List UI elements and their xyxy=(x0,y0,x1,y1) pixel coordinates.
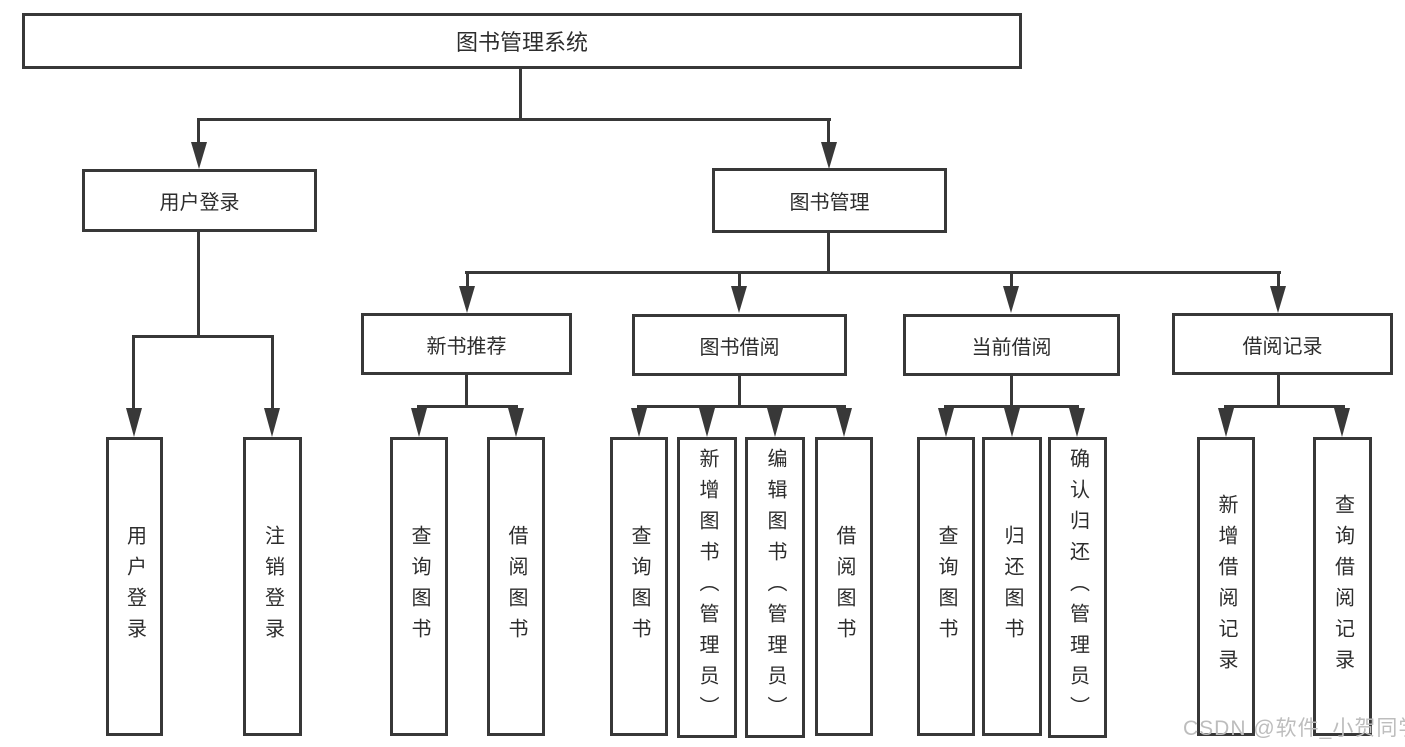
arrow-down-icon xyxy=(1334,408,1350,437)
arrow-down-icon xyxy=(508,408,524,437)
leaf-return-books: 归还图书 xyxy=(982,437,1042,736)
leaf-add-book-admin: 新增图书（管理员） xyxy=(677,437,737,738)
connector-line xyxy=(132,338,135,412)
arrow-down-icon xyxy=(821,142,837,169)
node-user-login: 用户登录 xyxy=(82,169,317,232)
connector-line xyxy=(197,118,831,121)
leaf-edit-book-admin: 编辑图书（管理员） xyxy=(745,437,805,738)
leaf-query-borrow-record: 查询借阅记录 xyxy=(1313,437,1372,736)
arrow-down-icon xyxy=(836,408,852,437)
connector-line xyxy=(417,405,518,408)
node-book-management: 图书管理 xyxy=(712,168,947,233)
connector-line xyxy=(466,274,469,288)
connector-line xyxy=(1010,376,1013,408)
leaf-logout: 注销登录 xyxy=(243,437,302,736)
arrow-down-icon xyxy=(938,408,954,437)
connector-line xyxy=(1277,375,1280,408)
arrow-down-icon xyxy=(1218,408,1234,437)
arrow-down-icon xyxy=(1270,286,1286,313)
connector-line xyxy=(1224,405,1345,408)
leaf-borrow-books-borrowing: 借阅图书 xyxy=(815,437,873,736)
arrow-down-icon xyxy=(191,142,207,169)
arrow-down-icon xyxy=(767,408,783,437)
leaf-query-books-recommend: 查询图书 xyxy=(390,437,448,736)
connector-line xyxy=(1010,274,1013,288)
connector-line xyxy=(637,405,846,408)
connector-line xyxy=(271,338,274,412)
arrow-down-icon xyxy=(699,408,715,437)
connector-line xyxy=(197,121,200,144)
connector-line xyxy=(1277,274,1280,288)
connector-line xyxy=(197,232,200,338)
connector-line xyxy=(738,376,741,408)
connector-line xyxy=(738,274,741,288)
arrow-down-icon xyxy=(1003,286,1019,313)
arrow-down-icon xyxy=(264,408,280,437)
connector-line xyxy=(944,405,1079,408)
node-book-borrowing: 图书借阅 xyxy=(632,314,847,376)
arrow-down-icon xyxy=(1069,408,1085,437)
connector-line xyxy=(827,233,830,274)
leaf-query-books-current: 查询图书 xyxy=(917,437,975,736)
leaf-confirm-return-admin: 确认归还（管理员） xyxy=(1048,437,1107,738)
csdn-watermark: CSDN @软件_小贺同学 xyxy=(1183,717,1405,740)
node-current-borrowing: 当前借阅 xyxy=(903,314,1120,376)
connector-line xyxy=(465,271,1281,274)
leaf-add-borrow-record: 新增借阅记录 xyxy=(1197,437,1255,736)
connector-line xyxy=(827,121,830,144)
arrow-down-icon xyxy=(411,408,427,437)
leaf-user-login: 用户登录 xyxy=(106,437,163,736)
arrow-down-icon xyxy=(631,408,647,437)
node-root: 图书管理系统 xyxy=(22,13,1022,69)
connector-line xyxy=(465,375,468,408)
connector-line xyxy=(519,69,522,121)
arrow-down-icon xyxy=(731,286,747,313)
arrow-down-icon xyxy=(126,408,142,437)
node-borrowing-records: 借阅记录 xyxy=(1172,313,1393,375)
node-new-book-recommendation: 新书推荐 xyxy=(361,313,572,375)
arrow-down-icon xyxy=(1004,408,1020,437)
leaf-query-books-borrowing: 查询图书 xyxy=(610,437,668,736)
connector-line xyxy=(132,335,274,338)
leaf-borrow-books-recommend: 借阅图书 xyxy=(487,437,545,736)
arrow-down-icon xyxy=(459,286,475,313)
